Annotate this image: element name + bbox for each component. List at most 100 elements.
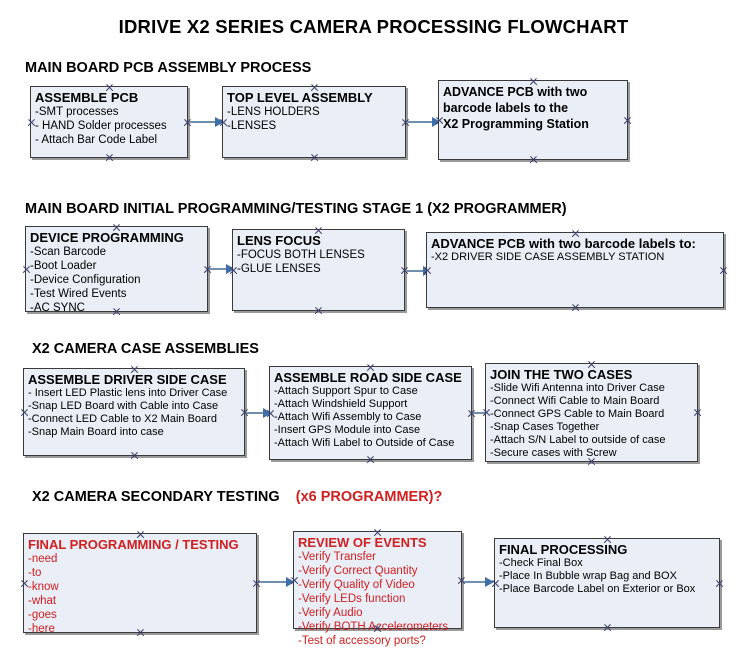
section-heading-1: MAIN BOARD PCB ASSEMBLY PROCESS [25, 60, 311, 76]
connection-handle-top[interactable] [130, 365, 139, 374]
connection-handle-bottom[interactable] [571, 303, 580, 312]
box-title: JOIN THE TWO CASES [490, 367, 633, 382]
page-title: IDRIVE X2 SERIES CAMERA PROCESSING FLOWC… [118, 16, 629, 37]
box-line: -Attach Support Spur to Case [274, 385, 418, 397]
box-line-overflow: -Test of accessory ports? [298, 635, 426, 647]
connection-handle-right[interactable] [252, 579, 261, 588]
box-title: DEVICE PROGRAMMING [30, 230, 184, 245]
connection-handle-left[interactable] [22, 265, 31, 274]
connection-handle-bottom[interactable] [603, 623, 612, 632]
box-title: ASSEMBLE PCB [35, 90, 139, 105]
box-line: -Verify Audio [298, 607, 363, 619]
box-line: -LENS HOLDERS [227, 106, 320, 118]
box-line: -Boot Loader [30, 260, 97, 272]
box-advance-pcb-driver-side-case[interactable]: ADVANCE PCB with two barcode labels to: … [426, 232, 724, 308]
connection-handle-top[interactable] [373, 528, 382, 537]
connection-handle-bottom[interactable] [373, 624, 382, 633]
box-top-level-assembly[interactable]: TOP LEVEL ASSEMBLY -LENS HOLDERS -LENSES [222, 86, 406, 158]
box-line: -SMT processes [35, 106, 119, 118]
box-line: -goes [28, 609, 57, 621]
connection-handle-right[interactable] [693, 408, 702, 417]
section-heading-2: MAIN BOARD INITIAL PROGRAMMING/TESTING S… [25, 201, 567, 217]
box-advance-pcb-programming-station[interactable]: ADVANCE PCB with two barcode labels to t… [438, 80, 628, 160]
box-line: -Attach Windshield Support [274, 398, 408, 410]
box-title: REVIEW OF EVENTS [298, 535, 427, 550]
box-title: ASSEMBLE ROAD SIDE CASE [274, 370, 462, 385]
box-line: - Attach Bar Code Label [35, 134, 158, 146]
connection-handle-top[interactable] [587, 360, 596, 369]
box-line: -FOCUS BOTH LENSES [237, 249, 365, 261]
box-final-processing[interactable]: FINAL PROCESSING -Check Final Box -Place… [494, 538, 720, 628]
box-line: -know [28, 581, 59, 593]
connection-handle-left[interactable] [27, 118, 36, 127]
box-line: -Connect LED Cable to X2 Main Board [28, 413, 217, 425]
box-line: - Insert LED Plastic lens into Driver Ca… [28, 387, 228, 399]
connection-handle-left[interactable] [20, 579, 29, 588]
connection-handle-bottom[interactable] [314, 306, 323, 315]
section-heading-4-accent: (x6 PROGRAMMER)? [295, 489, 443, 505]
box-join-the-two-cases[interactable]: JOIN THE TWO CASES -Slide Wifi Antenna i… [485, 363, 698, 462]
connection-handle-top[interactable] [136, 530, 145, 539]
box-line: -Verify Correct Quantity [298, 565, 418, 577]
connection-handle-top[interactable] [310, 83, 319, 92]
connection-handle-top[interactable] [529, 77, 538, 86]
connection-handle-bottom[interactable] [529, 155, 538, 164]
connection-handle-top[interactable] [366, 363, 375, 372]
box-line: -Snap LED Board with Cable into Case [28, 400, 219, 412]
connector-arrow [259, 577, 295, 587]
connection-handle-left[interactable] [229, 266, 238, 275]
box-line: -Attach Wifi Assembly to Case [274, 411, 422, 423]
connection-handle-left[interactable] [491, 579, 500, 588]
connection-handle-top[interactable] [314, 226, 323, 235]
section-heading-4: X2 CAMERA SECONDARY TESTING (x6 PROGRAMM… [32, 489, 442, 505]
box-device-programming[interactable]: DEVICE PROGRAMMING -Scan Barcode -Boot L… [22, 223, 208, 314]
connection-handle-bottom[interactable] [130, 451, 139, 460]
connection-handle-left[interactable] [423, 266, 432, 275]
connector-arrow [464, 577, 494, 587]
box-review-of-events[interactable]: REVIEW OF EVENTS -Verify Transfer -Verif… [290, 528, 462, 647]
connection-handle-left[interactable] [20, 408, 29, 417]
box-line: -Snap Main Board into case [28, 426, 164, 438]
connection-handle-bottom[interactable] [105, 153, 114, 162]
connector-arrow [407, 266, 432, 276]
box-line: X2 Programming Station [443, 117, 589, 131]
connector-arrow [210, 264, 235, 274]
box-lens-focus[interactable]: LENS FOCUS -FOCUS BOTH LENSES -GLUE LENS… [232, 229, 405, 311]
connection-handle-top[interactable] [112, 223, 121, 232]
connector-arrow [408, 117, 441, 127]
connection-handle-left[interactable] [290, 576, 299, 585]
box-line: -here [28, 623, 55, 635]
connection-handle-bottom[interactable] [136, 628, 145, 637]
connection-handle-left[interactable] [266, 409, 275, 418]
connection-handle-top[interactable] [571, 229, 580, 238]
box-title: ADVANCE PCB with two barcode labels to: [431, 236, 696, 251]
box-line: -LENSES [227, 120, 277, 132]
box-final-programming-testing[interactable]: FINAL PROGRAMMING / TESTING -need -to -k… [20, 530, 257, 635]
section-heading-2-label: MAIN BOARD INITIAL PROGRAMMING/TESTING S… [25, 201, 567, 217]
box-title: ASSEMBLE DRIVER SIDE CASE [28, 372, 227, 387]
connection-handle-top[interactable] [603, 535, 612, 544]
connection-handle-bottom[interactable] [366, 455, 375, 464]
connection-handle-bottom[interactable] [310, 153, 319, 162]
connection-handle-right[interactable] [457, 576, 466, 585]
connection-handle-right[interactable] [623, 116, 632, 125]
box-line: -Place Barcode Label on Exterior or Box [499, 583, 696, 595]
box-line: -GLUE LENSES [237, 263, 321, 275]
box-line: ADVANCE PCB with two [443, 85, 588, 99]
box-line: -Connect GPS Cable to Main Board [490, 408, 665, 420]
connection-handle-left[interactable] [435, 116, 444, 125]
box-line: -Attach S/N Label to outside of case [490, 434, 666, 446]
connection-handle-right[interactable] [719, 266, 728, 275]
connection-handle-right[interactable] [715, 579, 724, 588]
box-assemble-pcb[interactable]: ASSEMBLE PCB -SMT processes - HAND Solde… [30, 86, 188, 158]
connection-handle-bottom[interactable] [587, 457, 596, 466]
connection-handle-left[interactable] [219, 118, 228, 127]
box-assemble-driver-side-case[interactable]: ASSEMBLE DRIVER SIDE CASE - Insert LED P… [23, 368, 245, 456]
box-line: -Secure cases with Screw [490, 447, 617, 459]
box-line: -Connect Wifi Cable to Main Board [490, 395, 660, 407]
box-line: -to [28, 567, 42, 579]
connection-handle-bottom[interactable] [112, 307, 121, 316]
connection-handle-left[interactable] [482, 408, 491, 417]
box-assemble-road-side-case[interactable]: ASSEMBLE ROAD SIDE CASE -Attach Support … [269, 366, 472, 460]
connection-handle-top[interactable] [105, 83, 114, 92]
